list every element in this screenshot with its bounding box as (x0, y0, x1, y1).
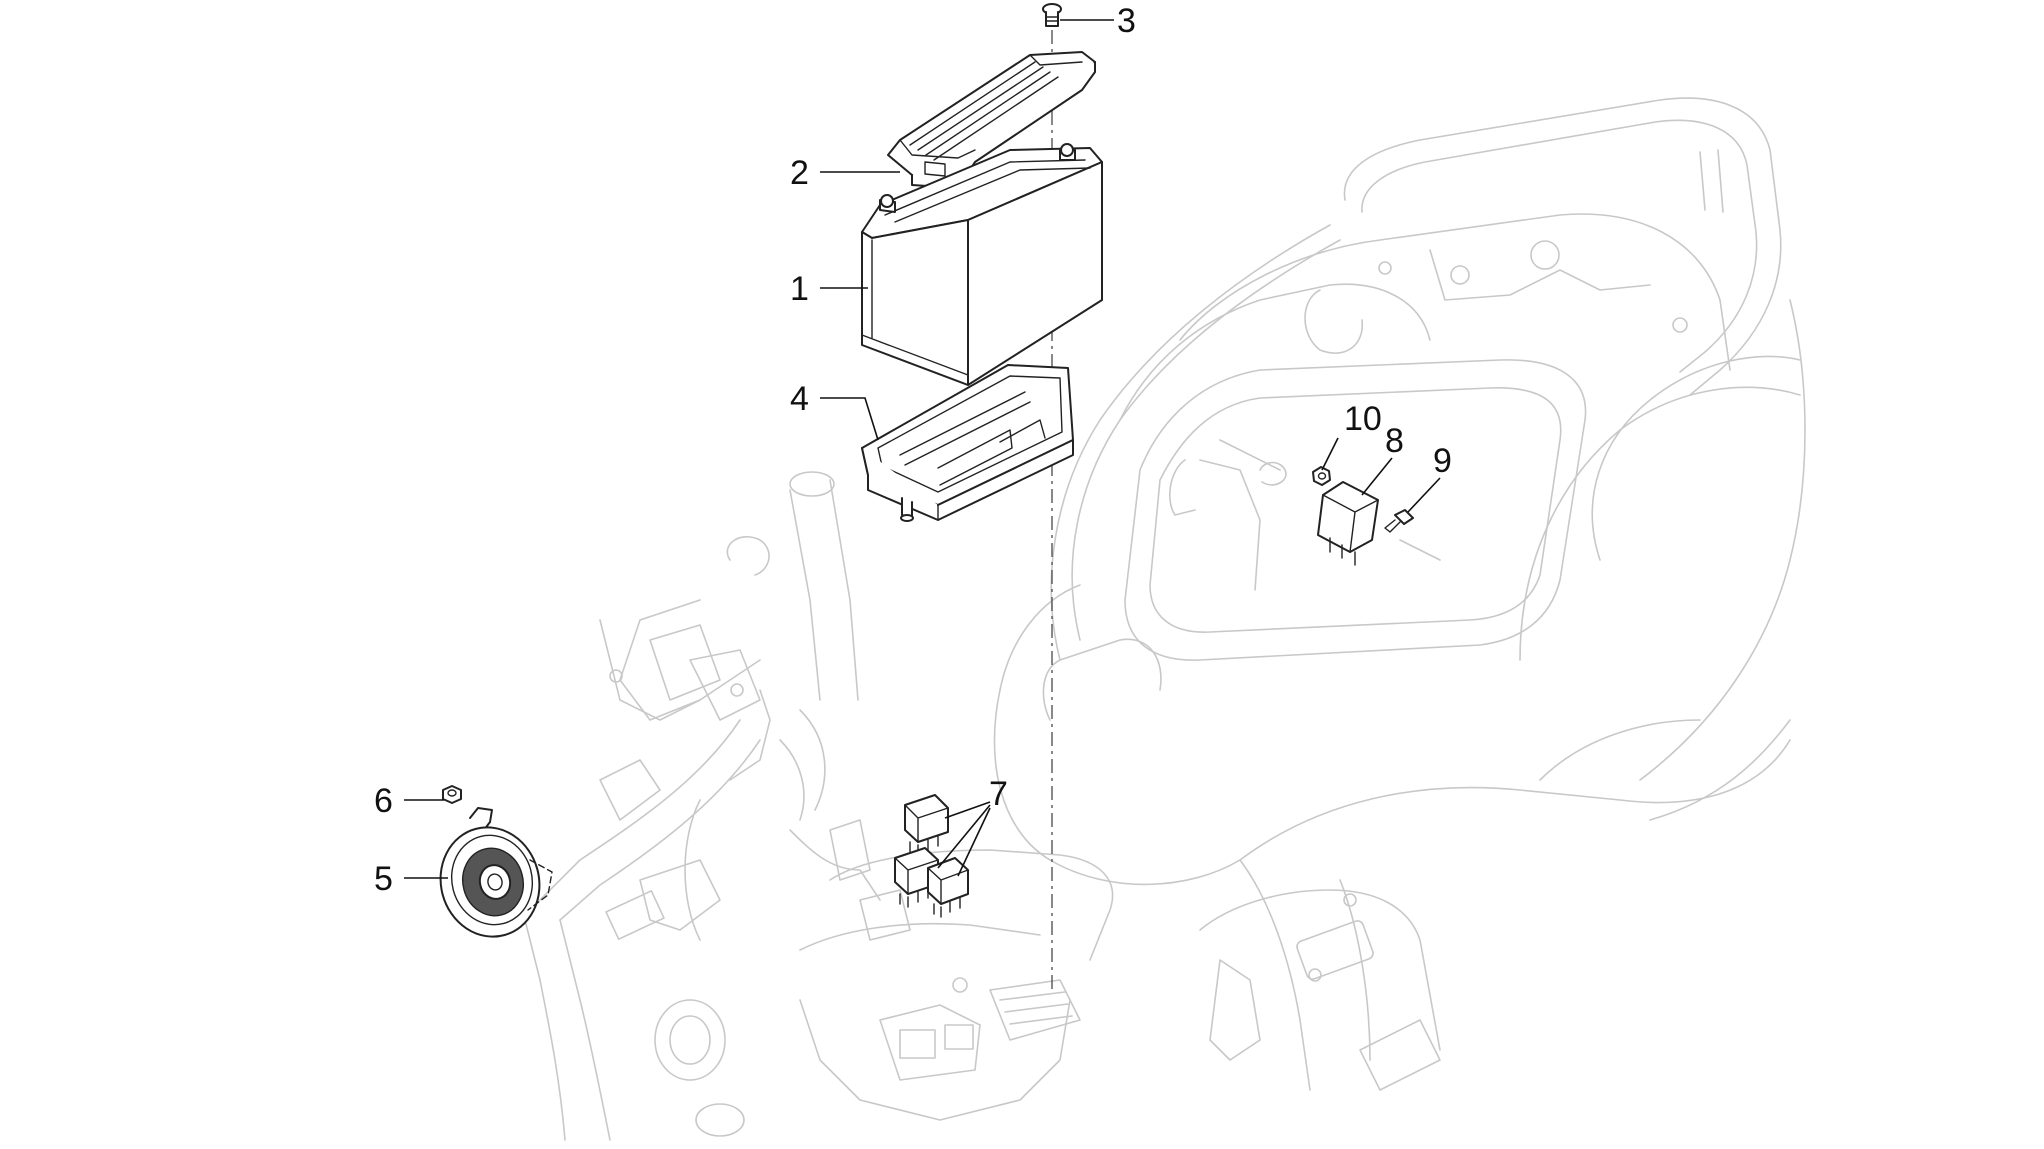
part-6-nut (442, 785, 462, 804)
callout-labels: 3 2 1 4 10 8 9 7 6 5 (374, 2, 1452, 898)
callout-6: 6 (374, 782, 393, 820)
callout-2: 2 (790, 154, 809, 192)
leader-line-8 (1361, 457, 1393, 496)
part-7-relays (894, 794, 969, 918)
part-1-battery (861, 143, 1103, 386)
part-4-battery-tray (861, 364, 1074, 522)
leader-line-7a (944, 801, 991, 819)
callout-9: 9 (1433, 442, 1452, 480)
leader-line-4 (820, 397, 879, 441)
part-5-horn (439, 807, 553, 938)
leader-line-7b (937, 804, 991, 869)
callout-3: 3 (1117, 2, 1136, 40)
part-10-nut (1312, 466, 1331, 486)
callout-5: 5 (374, 860, 393, 898)
part-3-screw (1042, 3, 1062, 27)
part-9-screw (1384, 509, 1414, 533)
leader-line-7c (957, 807, 991, 877)
leader-lines (404, 19, 1441, 879)
callout-8: 8 (1385, 422, 1404, 460)
part-2-battery-strap (887, 51, 1096, 189)
callout-10: 10 (1344, 400, 1382, 438)
callout-1: 1 (790, 270, 809, 308)
scooter-body-outline (519, 97, 1806, 1141)
callout-4: 4 (790, 380, 809, 418)
callout-7: 7 (989, 775, 1008, 813)
part-8-relay (1317, 481, 1379, 566)
leader-line-10 (1321, 437, 1339, 471)
leader-line-9 (1407, 477, 1441, 513)
